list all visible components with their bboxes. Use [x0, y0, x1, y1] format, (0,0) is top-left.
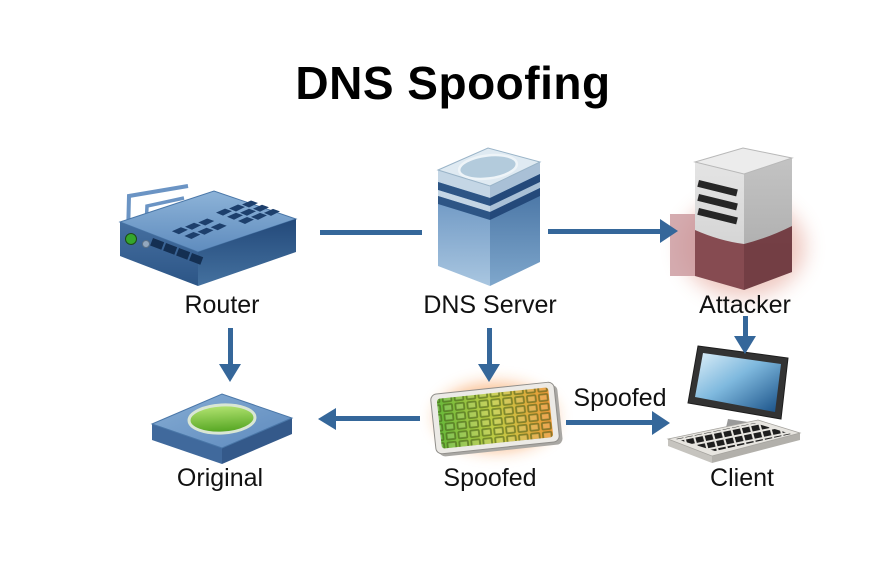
router-icon: [108, 178, 304, 294]
original-response-icon: [148, 388, 296, 470]
arrowhead-right-icon: [660, 219, 678, 243]
arrowhead-down-icon: [734, 336, 756, 354]
arrow-dns-spoofed: [487, 328, 492, 366]
spoofed-label: Spoofed: [443, 464, 537, 492]
client-label: Client: [710, 464, 774, 492]
attacker-icon: [668, 142, 813, 307]
arrow-attacker-client: [743, 316, 748, 338]
dns-server-icon: [430, 140, 548, 290]
arrow-router-original: [228, 328, 233, 366]
arrowhead-right-icon: [652, 411, 670, 435]
spoofed-edge-label: Spoofed: [573, 384, 667, 412]
arrow-spoofed-original: [334, 416, 420, 421]
edge-router-dns: [320, 230, 422, 235]
client-icon: [666, 344, 813, 464]
dns-server-label: DNS Server: [423, 291, 557, 319]
attacker-label: Attacker: [699, 291, 791, 319]
page-title: DNS Spoofing: [295, 57, 611, 109]
arrowhead-down-icon: [219, 364, 241, 382]
arrowhead-left-icon: [318, 408, 336, 430]
arrow-spoofed-client: [566, 420, 654, 425]
original-label: Original: [176, 464, 264, 492]
router-label: Router: [184, 291, 260, 319]
spoofed-response-icon: [420, 370, 570, 465]
arrowhead-down-icon: [478, 364, 500, 382]
arrow-dns-attacker: [548, 229, 662, 234]
